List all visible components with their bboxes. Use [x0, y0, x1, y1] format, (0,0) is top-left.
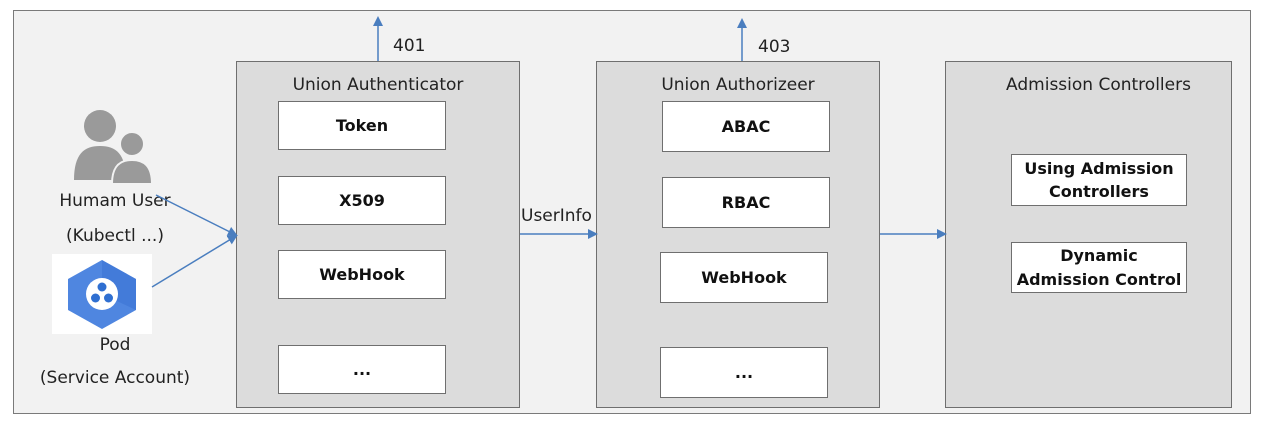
authz-item-more: ... — [660, 347, 828, 398]
union-authorizer-title: Union Authorizeer — [661, 75, 815, 95]
admission-item-using: Using Admission Controllers — [1011, 154, 1187, 206]
admission-item-dynamic-line2: Admission Control — [1016, 269, 1182, 289]
auth-item-webhook: WebHook — [278, 250, 446, 299]
arrow-human-to-authenticator — [155, 194, 238, 236]
users-icon — [74, 110, 154, 184]
auth-item-more: ... — [278, 345, 446, 394]
status-403-label: 403 — [758, 37, 791, 57]
admission-item-dynamic-line1: Dynamic — [1060, 246, 1138, 266]
admission-controllers-stage: Admission Controllers — [945, 61, 1232, 408]
userinfo-label: UserInfo — [521, 206, 592, 226]
admission-item-dynamic: Dynamic Admission Control — [1011, 242, 1187, 293]
pod-sublabel: (Service Account) — [39, 368, 191, 388]
human-user-label: Humam User — [59, 191, 171, 211]
human-user-sublabel: (Kubectl ...) — [66, 226, 164, 246]
pod-label: Pod — [99, 335, 131, 355]
auth-item-x509: X509 — [278, 176, 446, 225]
status-401-label: 401 — [393, 36, 426, 56]
kubernetes-pod-icon — [52, 254, 152, 334]
auth-item-token: Token — [278, 101, 446, 150]
authz-item-rbac: RBAC — [662, 177, 830, 228]
admission-item-using-line1: Using Admission — [1024, 158, 1174, 178]
authz-item-webhook: WebHook — [660, 252, 828, 303]
authz-item-abac: ABAC — [662, 101, 830, 152]
admission-controllers-title: Admission Controllers — [1006, 75, 1191, 95]
union-authenticator-title: Union Authenticator — [292, 75, 464, 95]
arrow-pod-to-authenticator — [151, 234, 238, 288]
admission-item-using-line2: Controllers — [1049, 182, 1149, 201]
